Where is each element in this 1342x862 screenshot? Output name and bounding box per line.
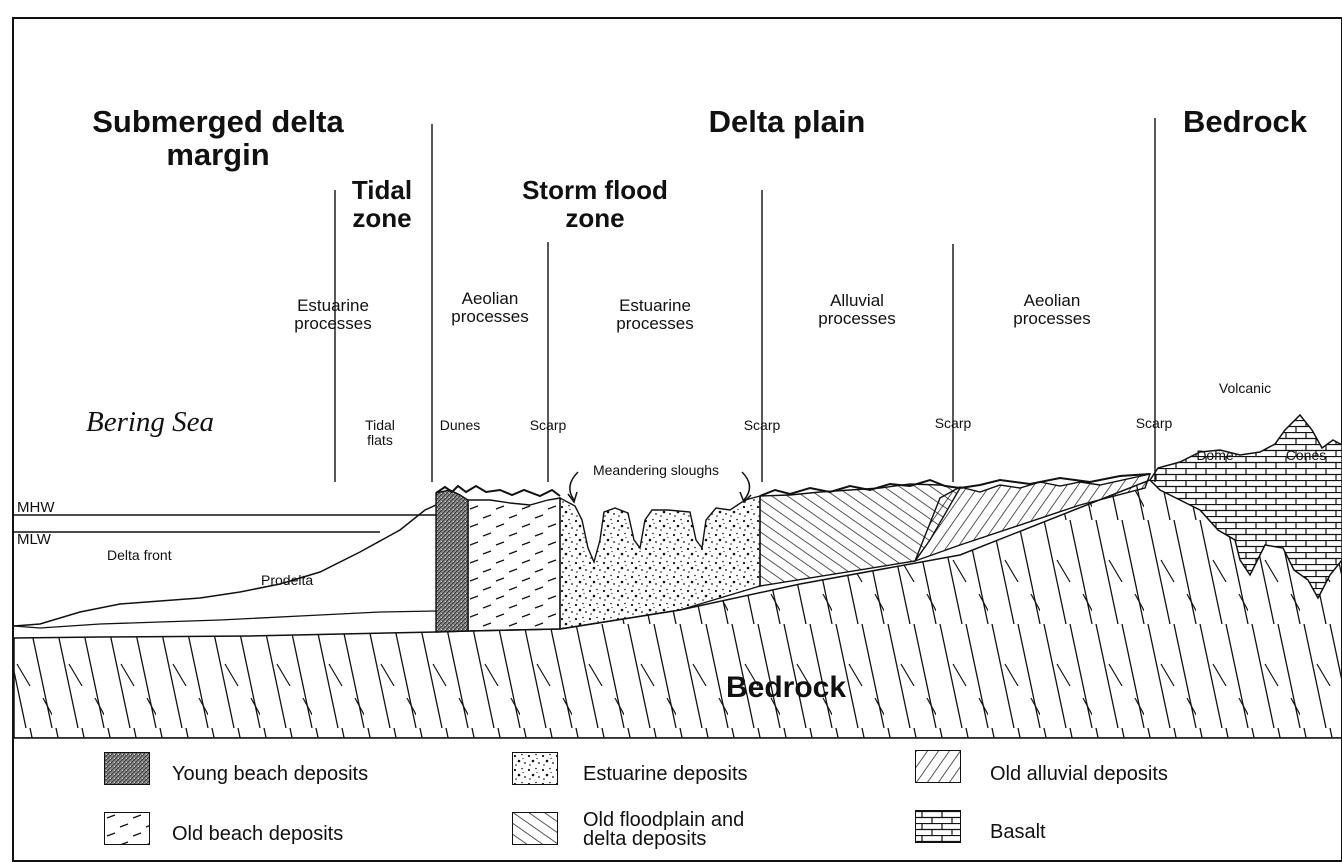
prodelta-label: Prodelta bbox=[261, 573, 313, 588]
estuarine-processes-middle-label: Estuarine processes bbox=[616, 297, 693, 334]
bedrock-header: Bedrock bbox=[1183, 105, 1307, 138]
legend-estuarine-label: Estuarine deposits bbox=[583, 764, 748, 784]
legend-basalt-label: Basalt bbox=[990, 822, 1046, 842]
scarp-label-2: Scarp bbox=[744, 418, 781, 433]
delta-plain-header: Delta plain bbox=[709, 105, 866, 138]
legend-old-beach-label: Old beach deposits bbox=[172, 824, 343, 844]
bedrock-layer-label: Bedrock bbox=[726, 672, 846, 704]
legend-old-floodplain-label: Old floodplain and delta deposits bbox=[583, 811, 744, 849]
delta-front-label: Delta front bbox=[107, 548, 172, 563]
legend-young-beach-label: Young beach deposits bbox=[172, 764, 368, 784]
scarp-label-3: Scarp bbox=[935, 416, 972, 431]
young-beach-deposits bbox=[436, 490, 468, 632]
old-beach-deposits bbox=[468, 498, 560, 631]
tidal-flats-label: Tidal flats bbox=[365, 418, 395, 448]
legend-old-alluvial-label: Old alluvial deposits bbox=[990, 764, 1168, 784]
dunes-label: Dunes bbox=[440, 418, 480, 433]
meandering-sloughs-label: Meandering sloughs bbox=[591, 463, 721, 478]
legend-estuarine-swatch bbox=[512, 752, 558, 785]
slough-arrow-left bbox=[570, 472, 578, 500]
legend-basalt-swatch bbox=[915, 810, 961, 843]
storm-flood-zone-header: Storm flood zone bbox=[522, 176, 668, 232]
legend-young-beach-swatch bbox=[104, 752, 150, 785]
cones-label: Cones bbox=[1286, 448, 1326, 463]
aeolian-processes-left-label: Aeolian processes bbox=[451, 290, 528, 327]
estuarine-processes-left-label: Estuarine processes bbox=[294, 297, 371, 334]
aeolian-processes-right-label: Aeolian processes bbox=[1013, 292, 1090, 329]
delta-front-profile bbox=[14, 505, 436, 626]
slough-arrow-right bbox=[742, 472, 750, 500]
mhw-label: MHW bbox=[17, 500, 55, 516]
bering-sea-label: Bering Sea bbox=[86, 407, 214, 438]
submerged-delta-margin-header: Submerged delta margin bbox=[92, 105, 344, 172]
scarp-label-4: Scarp bbox=[1136, 416, 1173, 431]
legend-old-floodplain-swatch bbox=[512, 812, 558, 845]
mlw-label: MLW bbox=[17, 532, 51, 548]
dome-label: Dome bbox=[1196, 448, 1233, 463]
legend-old-beach-swatch bbox=[104, 812, 150, 845]
alluvial-processes-label: Alluvial processes bbox=[818, 292, 895, 329]
legend-old-alluvial-swatch bbox=[915, 750, 961, 783]
volcanic-label: Volcanic bbox=[1219, 381, 1271, 396]
tidal-zone-header: Tidal zone bbox=[352, 176, 412, 232]
scarp-label-1: Scarp bbox=[530, 418, 567, 433]
